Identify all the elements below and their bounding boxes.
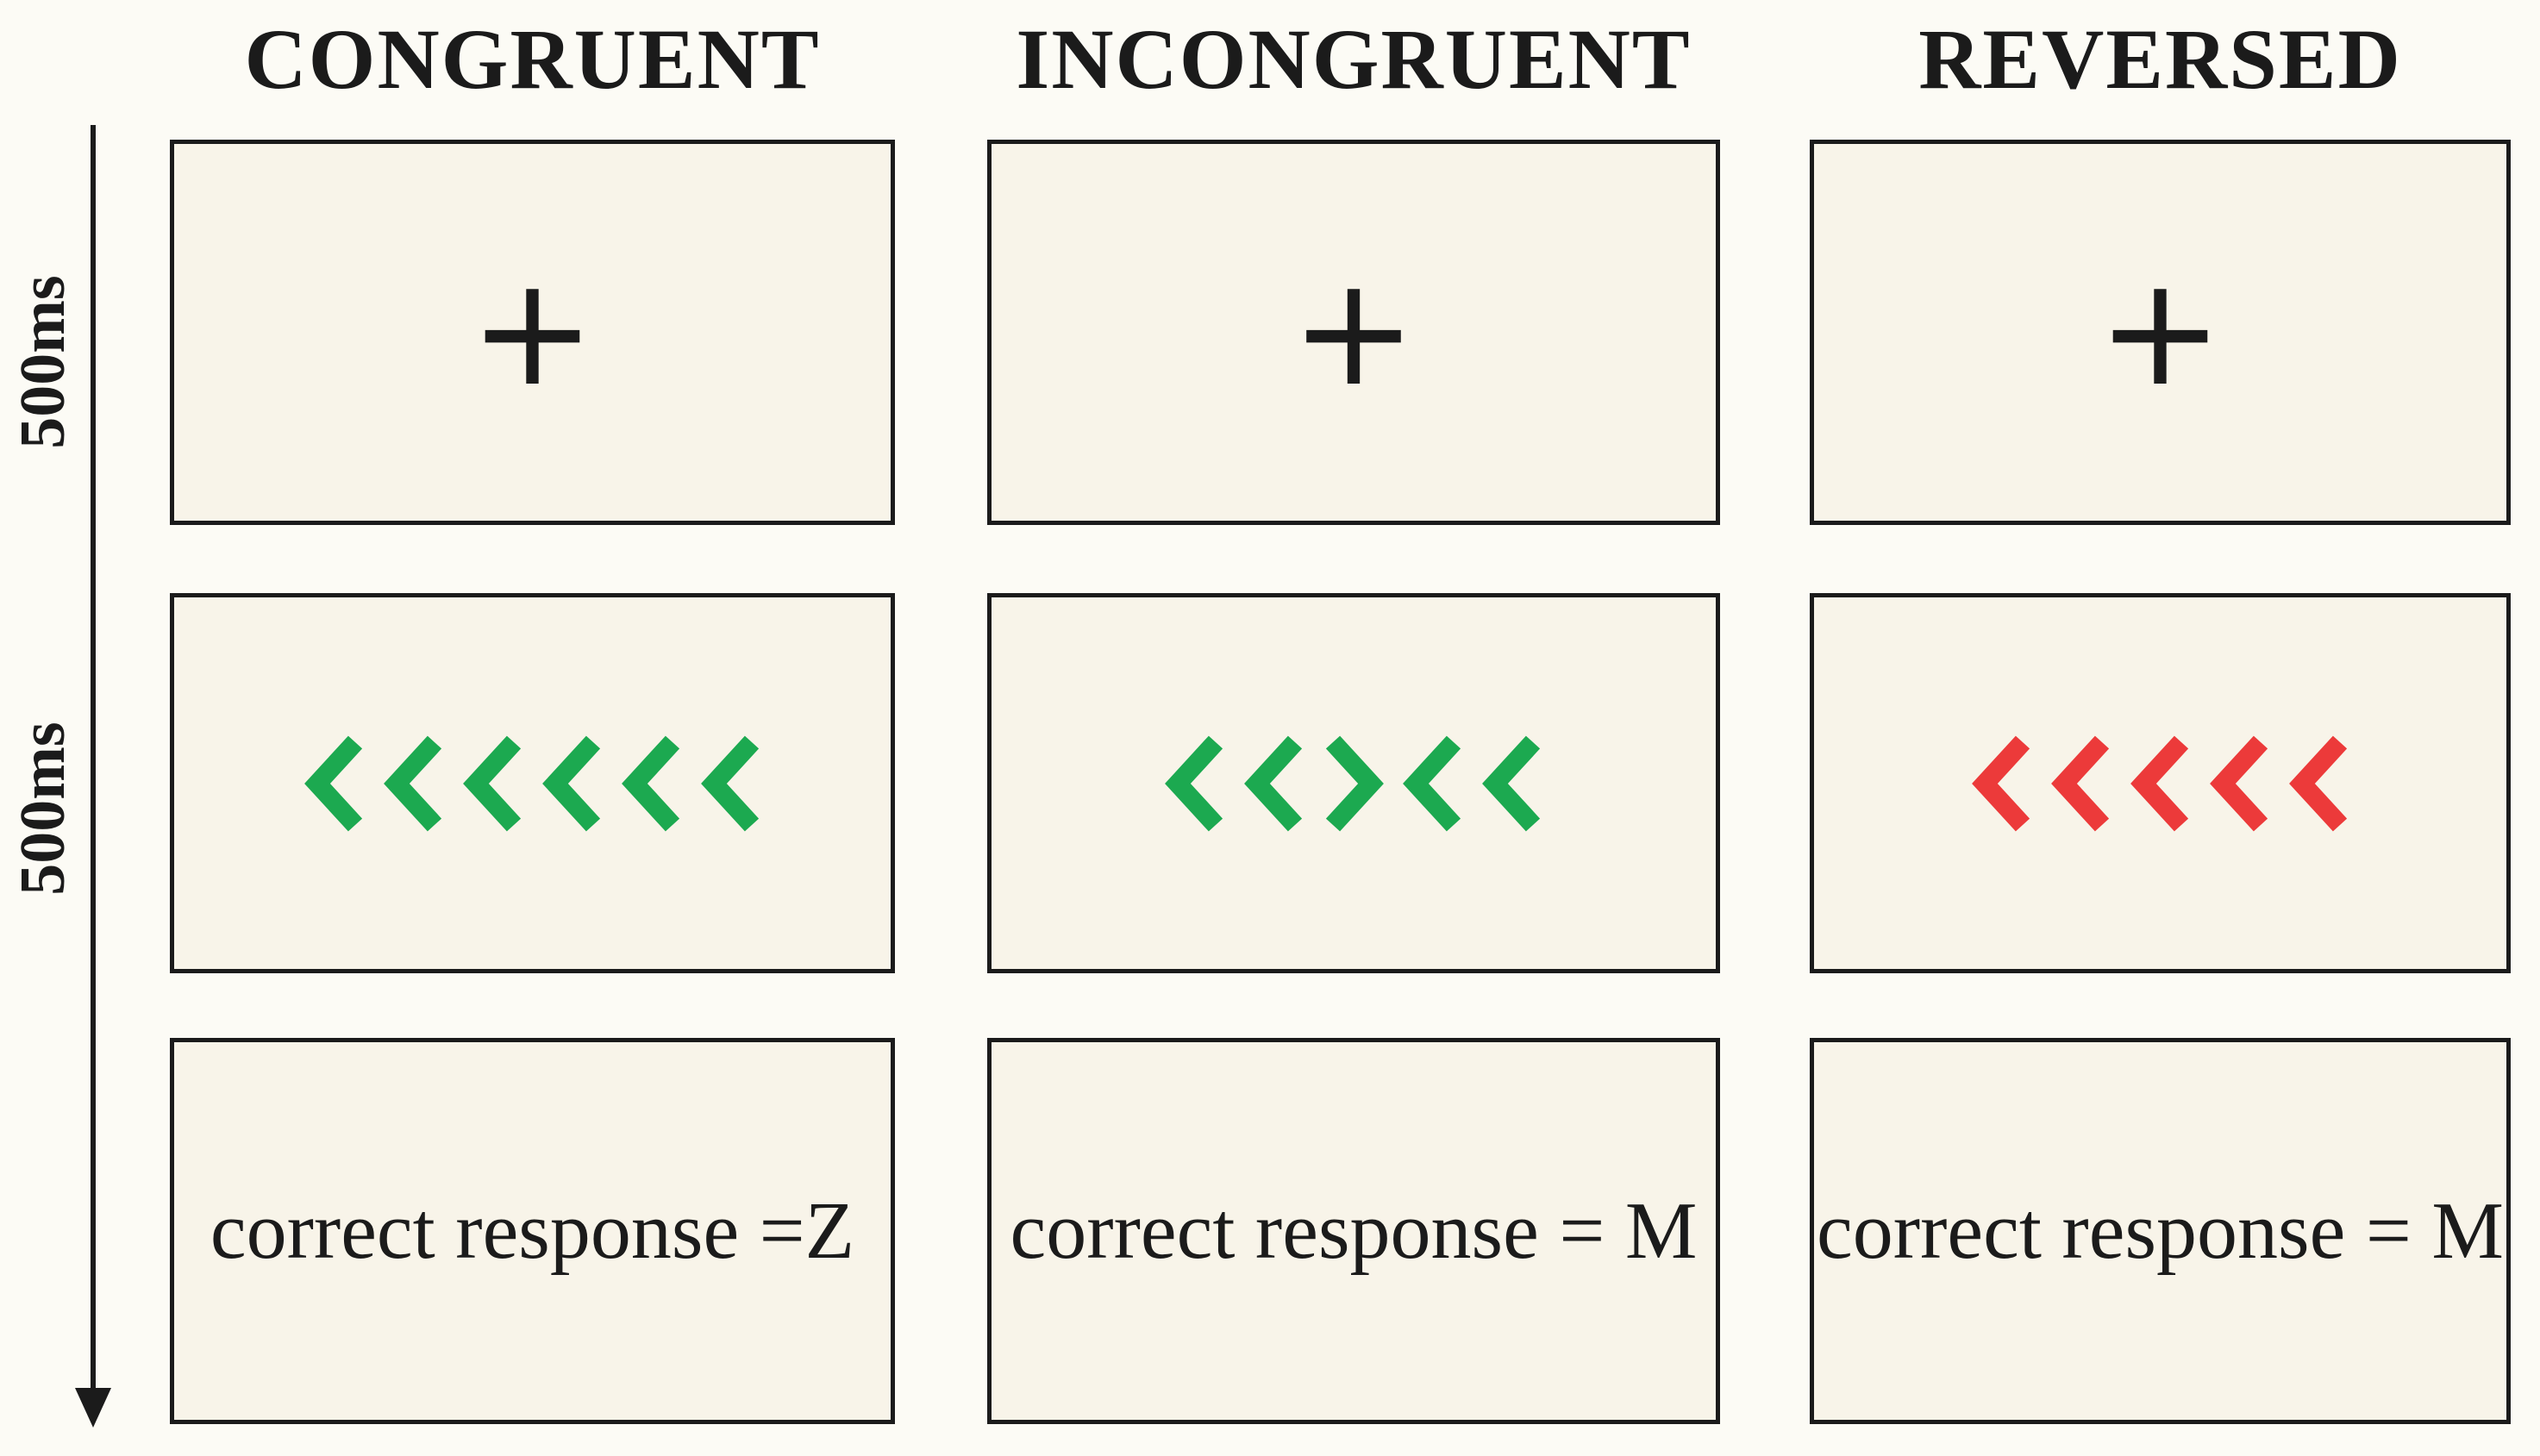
timeline-label-fixation-duration: 500ms	[7, 275, 78, 449]
chevron-left-icon	[1482, 735, 1541, 831]
fixation-cross-icon: +	[2097, 244, 2224, 420]
panel-reversed-stimulus	[1810, 593, 2511, 973]
stimulus-arrows-reversed	[1969, 734, 2352, 833]
chevron-left-icon	[1403, 735, 1461, 831]
panel-congruent-stimulus	[170, 593, 895, 973]
stimulus-arrows-congruent	[302, 734, 764, 833]
panel-congruent-response: correct response =Z	[170, 1038, 895, 1424]
chevron-left-icon	[1971, 735, 2030, 831]
column-header-congruent: CONGRUENT	[244, 10, 821, 107]
chevron-left-icon	[621, 735, 679, 831]
panel-congruent-fixation: +	[170, 140, 895, 525]
panel-reversed-fixation: +	[1810, 140, 2511, 525]
chevron-left-icon	[700, 735, 759, 831]
fixation-cross-icon: +	[1290, 244, 1417, 420]
column-header-incongruent: INCONGRUENT	[1016, 10, 1692, 107]
column-header-reversed: REVERSED	[1918, 10, 2402, 107]
chevron-left-icon	[2209, 735, 2268, 831]
panel-reversed-response: correct response = M	[1810, 1038, 2511, 1424]
chevron-left-icon	[2288, 735, 2347, 831]
chevron-left-icon	[541, 735, 600, 831]
chevron-right-icon	[1325, 735, 1384, 831]
timeline-label-stimulus-duration: 500ms	[7, 722, 78, 896]
chevron-left-icon	[1165, 735, 1223, 831]
chevron-left-icon	[303, 735, 362, 831]
response-text: correct response = M	[1010, 1186, 1698, 1276]
chevron-left-icon	[1244, 735, 1303, 831]
panel-incongruent-response: correct response = M	[987, 1038, 1720, 1424]
chevron-left-icon	[2050, 735, 2109, 831]
panel-incongruent-stimulus	[987, 593, 1720, 973]
stimulus-arrows-incongruent	[1162, 734, 1545, 833]
chevron-left-icon	[462, 735, 521, 831]
timeline-arrow-line	[91, 125, 96, 1390]
panel-incongruent-fixation: +	[987, 140, 1720, 525]
arrow-down-icon	[75, 1388, 111, 1428]
chevron-left-icon	[2130, 735, 2188, 831]
chevron-left-icon	[383, 735, 441, 831]
response-text: correct response =Z	[210, 1186, 855, 1276]
response-text: correct response = M	[1817, 1186, 2504, 1276]
fixation-cross-icon: +	[469, 244, 596, 420]
